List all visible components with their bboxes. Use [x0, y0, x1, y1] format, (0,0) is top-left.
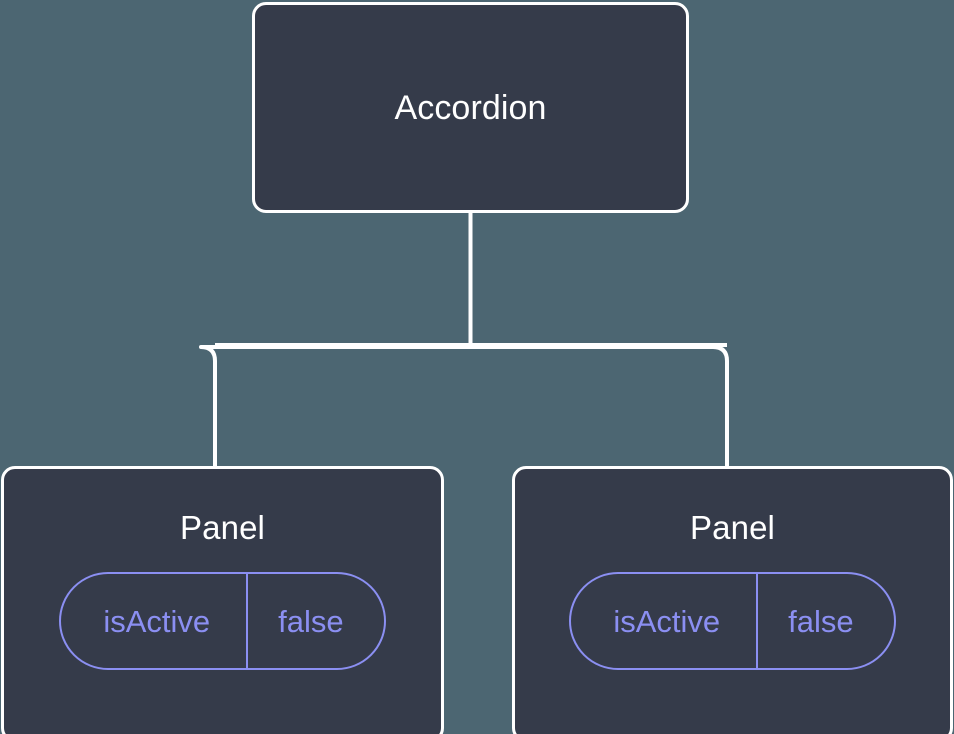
- state-value-isactive: false: [788, 603, 854, 639]
- node-accordion[interactable]: Accordion: [252, 2, 689, 213]
- node-panel-right[interactable]: Panel isActive false: [512, 466, 953, 734]
- state-key-isactive: isActive: [571, 574, 759, 668]
- node-panel-right-label: Panel: [690, 509, 775, 546]
- state-pill-panel-right[interactable]: isActive false: [569, 572, 896, 670]
- state-value-isactive: false: [278, 603, 344, 639]
- node-panel-left[interactable]: Panel isActive false: [1, 466, 444, 734]
- edge-to-panel-right: [470, 345, 729, 468]
- node-panel-left-label: Panel: [180, 509, 265, 546]
- edge-to-panel-left: [199, 345, 471, 468]
- state-pill-panel-left[interactable]: isActive false: [59, 572, 386, 670]
- state-key-isactive: isActive: [61, 574, 249, 668]
- node-accordion-label: Accordion: [394, 88, 547, 127]
